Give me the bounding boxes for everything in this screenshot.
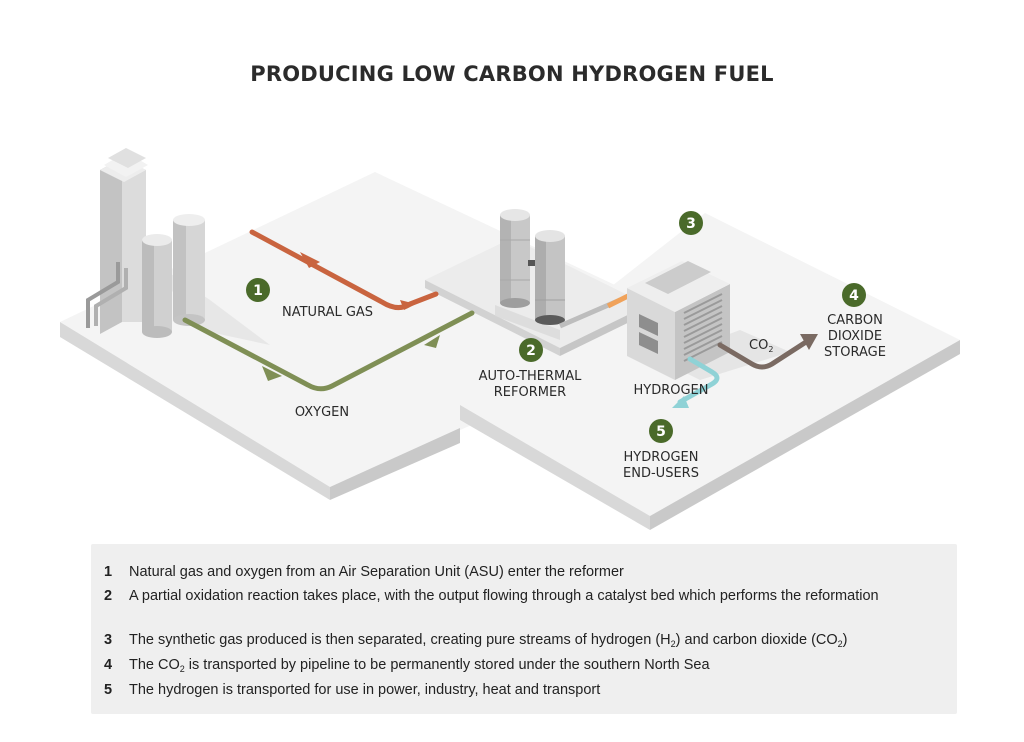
air-separation-unit	[86, 148, 270, 345]
storage-label-line1: CARBON	[827, 313, 883, 328]
step-number: 3	[104, 632, 113, 648]
hydrogen-label: HYDROGEN	[633, 383, 708, 398]
storage-label-line2: DIOXIDE	[828, 329, 882, 344]
oxygen-label: OXYGEN	[295, 405, 349, 420]
svg-text:3: 3	[686, 216, 696, 232]
natural-gas-arrow	[300, 252, 320, 268]
syngas-pipe	[559, 293, 630, 329]
marker-3: 3	[679, 211, 703, 235]
oxygen-arrow	[262, 366, 282, 381]
natural-gas-label: NATURAL GAS	[282, 305, 373, 320]
marker-5: 5	[649, 419, 673, 443]
co2-pipe	[717, 334, 818, 370]
reformer-label-line1: AUTO-THERMAL	[479, 369, 583, 384]
separation-unit	[627, 261, 790, 380]
svg-text:1: 1	[253, 283, 263, 299]
marker-1: 1	[246, 278, 270, 302]
step-text: The synthetic gas produced is then separ…	[129, 632, 848, 649]
marker-4: 4	[842, 283, 866, 307]
svg-text:5: 5	[656, 424, 666, 440]
step-number: 5	[104, 682, 113, 698]
marker-2: 2	[519, 338, 543, 362]
natural-gas-pipe	[249, 229, 439, 310]
step-text: The hydrogen is transported for use in p…	[129, 682, 601, 698]
oxygen-pipe	[182, 310, 475, 392]
step-number: 1	[104, 564, 113, 580]
hydrogen-pipe	[672, 356, 720, 408]
process-diagram: 1 2 3 4 5 NATURAL GAS OXYGEN AUTO-THERMA…	[60, 148, 960, 530]
step-text: A partial oxidation reaction takes place…	[129, 588, 879, 604]
steps-legend: 1 Natural gas and oxygen from an Air Sep…	[91, 544, 957, 714]
end-users-label-line2: END-USERS	[623, 466, 699, 481]
hydrogen-arrow	[672, 396, 689, 408]
co2-arrow	[800, 334, 818, 350]
svg-text:4: 4	[849, 288, 859, 304]
step-number: 4	[104, 657, 113, 673]
reformer-label-line2: REFORMER	[494, 385, 566, 400]
diagram-title: PRODUCING LOW CARBON HYDROGEN FUEL	[250, 62, 774, 86]
auto-thermal-reformer	[495, 209, 565, 340]
storage-label-line3: STORAGE	[824, 345, 886, 360]
step-number: 2	[104, 588, 113, 604]
end-users-label-line1: HYDROGEN	[623, 450, 698, 465]
step-text: The CO2 is transported by pipeline to be…	[129, 657, 710, 674]
svg-text:2: 2	[526, 343, 536, 359]
step-text: Natural gas and oxygen from an Air Separ…	[129, 564, 624, 580]
co2-label: CO2	[749, 338, 773, 354]
